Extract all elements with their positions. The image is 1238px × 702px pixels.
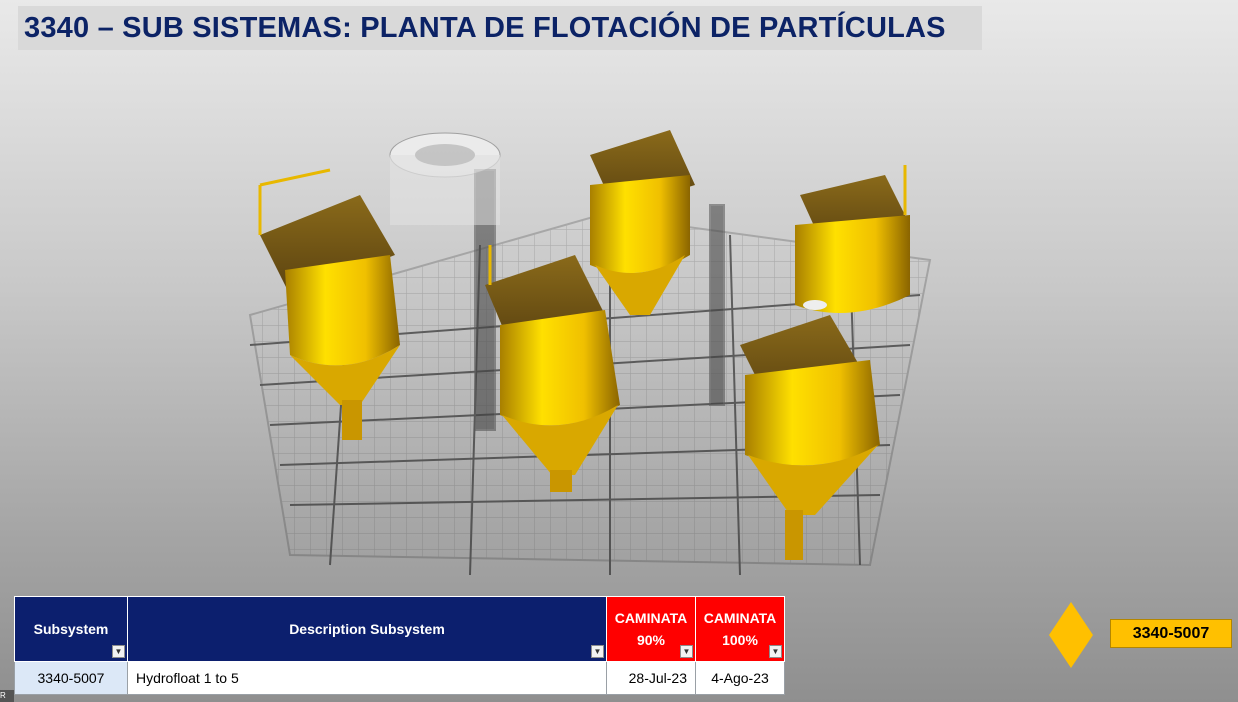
hydrofloat-vessel-3 xyxy=(485,245,620,492)
hydrofloat-vessel-1 xyxy=(258,168,400,440)
col-header-description-label: Description Subsystem xyxy=(289,621,445,637)
plant-3d-model-image xyxy=(248,130,932,576)
col-header-subsystem: Subsystem ▼ xyxy=(14,596,128,662)
diamond-icon xyxy=(1049,602,1093,668)
subsystem-table: Subsystem ▼ Description Subsystem ▼ CAMI… xyxy=(14,596,785,695)
col-header-subsystem-label: Subsystem xyxy=(33,621,109,637)
cell-subsystem: 3340-5007 xyxy=(14,661,128,695)
transparent-tank xyxy=(389,132,501,225)
filter-dropdown-icon[interactable]: ▼ xyxy=(680,645,693,658)
hydrofloat-vessel-5 xyxy=(740,300,880,560)
cell-caminata-90: 28-Jul-23 xyxy=(606,661,696,695)
caminata-90-line2: 90% xyxy=(636,632,666,648)
caminata-100-line1: CAMINATA xyxy=(703,610,777,626)
slide-title: 3340 – SUB SISTEMAS: PLANTA DE FLOTACIÓN… xyxy=(18,6,982,50)
table-row: 3340-5007 Hydrofloat 1 to 5 28-Jul-23 4-… xyxy=(14,661,785,695)
caminata-90-line1: CAMINATA xyxy=(614,610,688,626)
col-header-caminata-90: CAMINATA 90% ▼ xyxy=(606,596,696,662)
edge-label: R xyxy=(0,690,14,702)
hydrofloat-vessel-4 xyxy=(795,165,910,313)
caminata-100-line2: 100% xyxy=(722,632,758,648)
col-header-caminata-100: CAMINATA 100% ▼ xyxy=(695,596,785,662)
cell-description: Hydrofloat 1 to 5 xyxy=(127,661,607,695)
table-header-row: Subsystem ▼ Description Subsystem ▼ CAMI… xyxy=(14,596,785,662)
cell-caminata-100: 4-Ago-23 xyxy=(695,661,785,695)
hydrofloat-vessel-2 xyxy=(590,130,695,315)
subsystem-tag: 3340-5007 xyxy=(1110,619,1232,648)
col-header-description: Description Subsystem ▼ xyxy=(127,596,607,662)
filter-funnel-icon[interactable]: ▼ xyxy=(112,645,125,658)
filter-dropdown-icon[interactable]: ▼ xyxy=(769,645,782,658)
filter-dropdown-icon[interactable]: ▼ xyxy=(591,645,604,658)
